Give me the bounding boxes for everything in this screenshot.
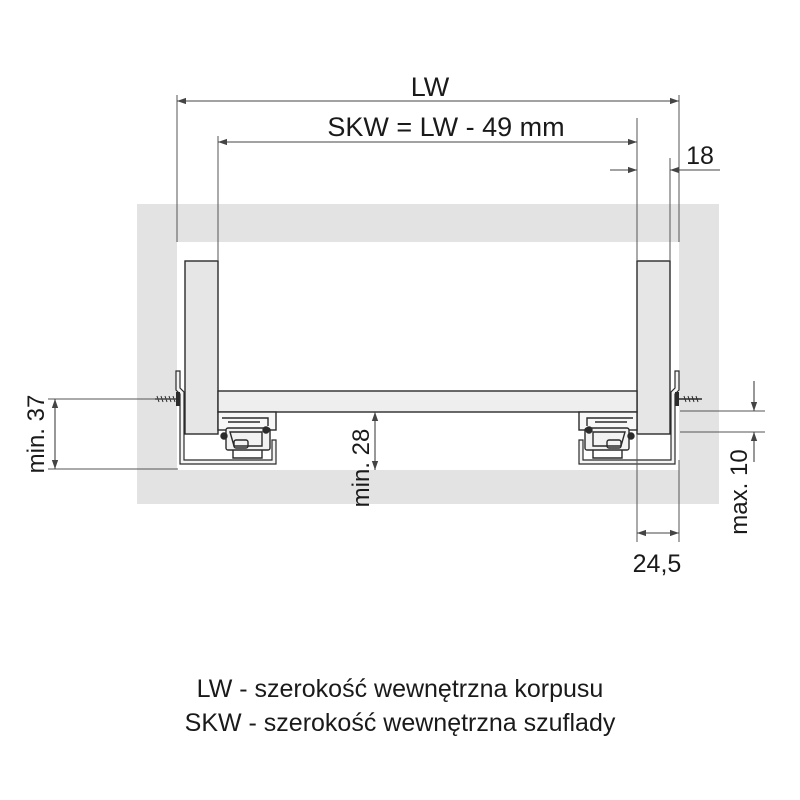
side-thickness-label: 18 xyxy=(686,142,714,170)
legend: LW - szerokość wewnętrzna korpusu SKW - … xyxy=(0,672,800,740)
left-runner xyxy=(217,411,277,459)
cabinet-left-side xyxy=(137,204,177,504)
drawer-bottom-panel xyxy=(217,390,638,413)
lw-label: LW xyxy=(411,72,450,102)
skw-dimension: SKW = LW - 49 mm xyxy=(217,112,638,261)
side-thickness-dimension: 18 xyxy=(610,142,720,261)
skw-formula-label: SKW = LW - 49 mm xyxy=(327,112,564,142)
drawer-right-side xyxy=(636,260,671,435)
min-37-dimension: min. 37 xyxy=(23,395,178,474)
cabinet-top-panel xyxy=(137,204,719,242)
runner-offset-label: 24,5 xyxy=(633,550,682,578)
max-10-dimension: max. 10 xyxy=(680,381,765,535)
cabinet-right-side xyxy=(679,204,719,504)
cabinet-bottom-panel xyxy=(137,470,719,504)
runner-offset-dimension: 24,5 xyxy=(633,434,682,578)
right-screw xyxy=(675,392,702,406)
right-runner xyxy=(578,411,638,459)
cabinet-frame xyxy=(137,204,719,504)
min-28-label: min. 28 xyxy=(348,429,375,508)
legend-item-lw: LW - szerokość wewnętrzna korpusu xyxy=(196,675,604,703)
lw-dimension: LW xyxy=(176,72,680,242)
min-28-dimension: min. 28 xyxy=(348,412,379,508)
min-37-label: min. 37 xyxy=(23,395,50,474)
legend-item-skw: SKW - szerokość wewnętrzna szuflady xyxy=(184,709,616,737)
max-10-label: max. 10 xyxy=(726,449,753,534)
drawer-left-side xyxy=(184,260,219,435)
